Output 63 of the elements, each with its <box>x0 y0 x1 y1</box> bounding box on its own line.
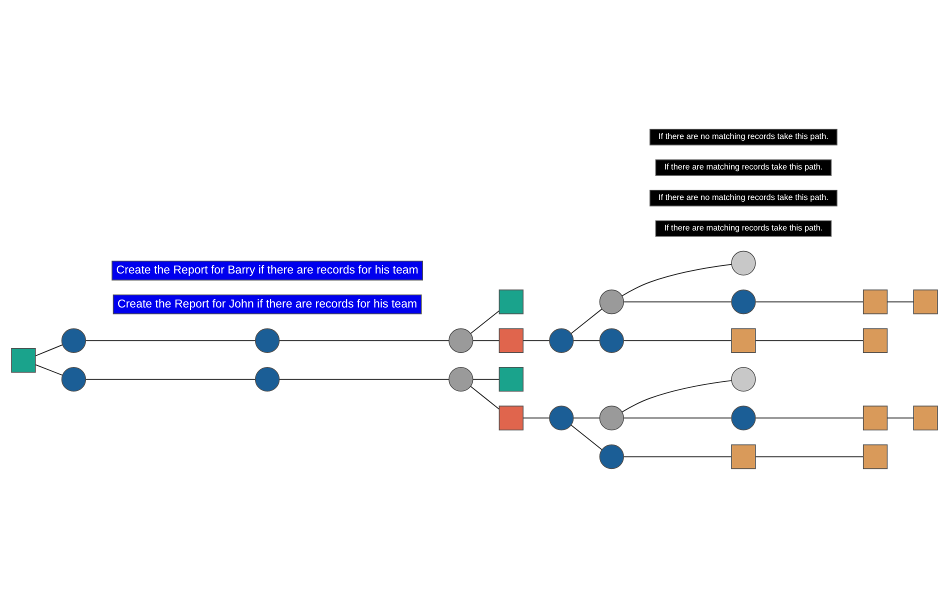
connector <box>35 344 63 356</box>
node-box <box>731 328 756 352</box>
node-circle <box>599 405 624 430</box>
connector <box>886 417 914 418</box>
connector <box>522 340 550 341</box>
node-circle <box>448 366 474 392</box>
node-circle <box>61 366 86 392</box>
connector <box>623 340 732 341</box>
connector <box>573 417 600 418</box>
node-box <box>913 289 938 314</box>
connector <box>470 310 500 334</box>
node-circle <box>549 328 574 352</box>
node-circle <box>599 289 624 314</box>
node-circle <box>448 328 474 352</box>
connector <box>472 378 500 380</box>
node-circle <box>61 328 86 352</box>
label: If there are no matching records take this path. <box>658 132 828 141</box>
connector <box>570 424 602 450</box>
connector <box>570 308 602 334</box>
connector <box>623 300 732 302</box>
node-box <box>498 328 524 352</box>
connector <box>472 340 500 341</box>
node-box <box>11 348 36 372</box>
node-circle <box>254 366 280 392</box>
label: If there are matching records take this path. <box>664 162 823 172</box>
connector <box>573 340 600 341</box>
node-box <box>731 444 756 469</box>
node-circle <box>549 405 574 430</box>
connector <box>278 340 450 341</box>
node-circle <box>731 250 756 276</box>
connector <box>623 456 732 457</box>
node-circle <box>599 444 624 469</box>
connector <box>278 378 450 380</box>
connector <box>755 417 864 418</box>
node-circle <box>254 328 280 352</box>
connector <box>886 300 914 302</box>
label: Create the Report for John if there are records for his team <box>118 298 418 310</box>
connector <box>470 385 500 410</box>
node-box <box>498 366 524 392</box>
node-box <box>862 289 888 314</box>
connector <box>85 340 256 341</box>
node-box <box>498 289 524 314</box>
connector <box>755 300 864 302</box>
connector <box>755 340 864 341</box>
label: Create the Report for Barry if there are records for his team <box>116 264 418 276</box>
connector <box>35 364 63 376</box>
node-box <box>862 328 888 352</box>
connector <box>755 456 864 457</box>
node-box <box>498 405 524 430</box>
label: If there are matching records take this path. <box>664 223 823 232</box>
node-box <box>913 405 938 430</box>
node-circle <box>599 328 624 352</box>
node-box <box>862 444 888 469</box>
connector <box>622 263 732 296</box>
node-circle <box>731 405 756 430</box>
node-circle <box>731 289 756 314</box>
node-box <box>862 405 888 430</box>
connector <box>622 380 732 412</box>
connector <box>85 378 256 380</box>
label: If there are no matching records take this path. <box>658 192 828 202</box>
connector <box>623 417 732 418</box>
connector <box>522 417 550 418</box>
node-circle <box>731 366 756 392</box>
